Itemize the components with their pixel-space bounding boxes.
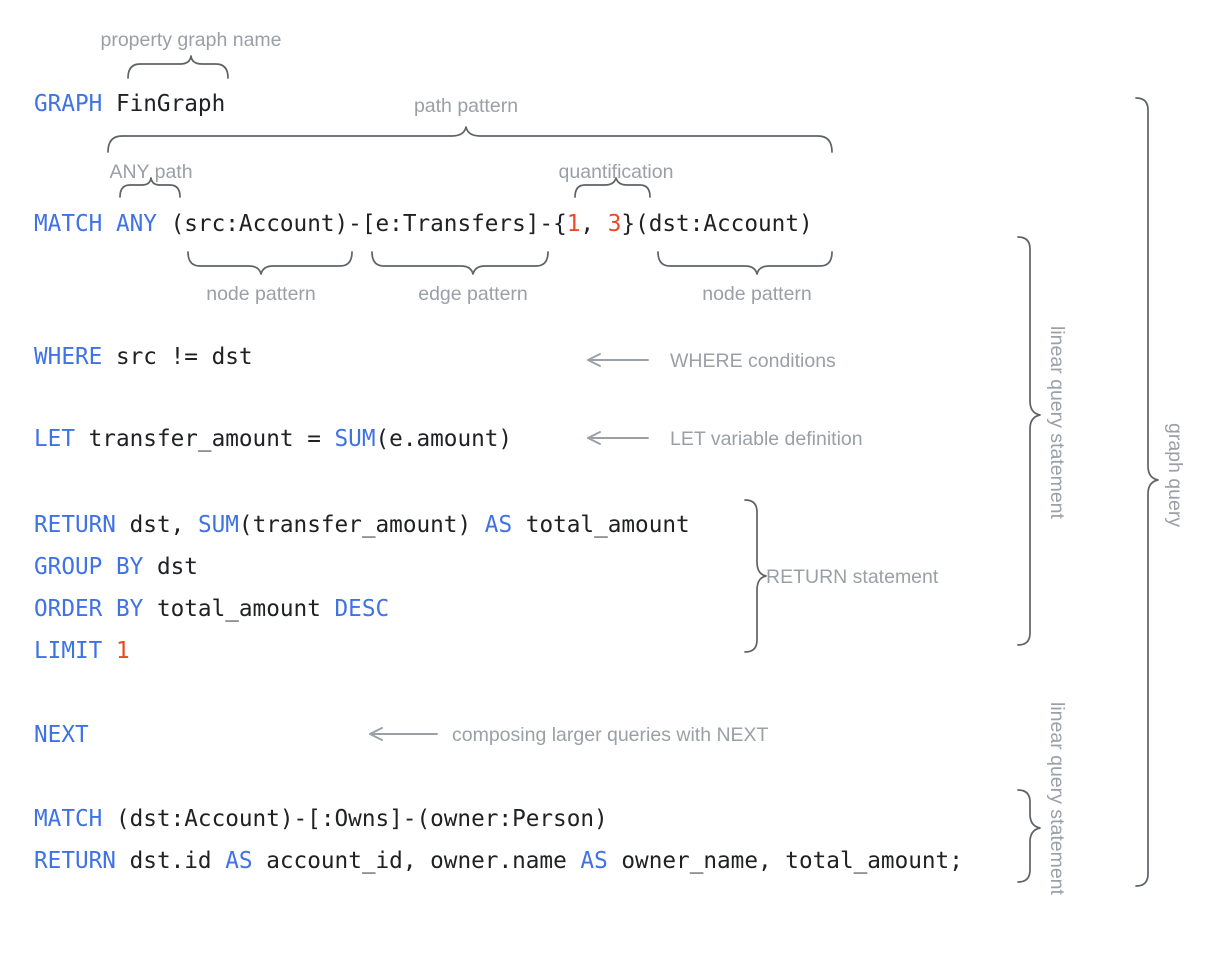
label-quantification: quantification (558, 161, 674, 183)
code-token: WHERE (34, 344, 103, 370)
code-token: (e.amount) (375, 426, 513, 452)
code-token: dst, (115, 512, 198, 538)
code-token: RETURN (34, 848, 116, 874)
code-token: MATCH (34, 806, 103, 832)
code-token: transfer_amount = (74, 426, 335, 452)
code-token: ORDER BY (34, 596, 144, 622)
label-any-path: ANY path (109, 161, 193, 183)
code-token (102, 638, 116, 664)
code-token: LIMIT (34, 638, 103, 664)
brace-path-pattern (107, 126, 833, 153)
code-token (102, 211, 116, 237)
code-token: RETURN (34, 512, 116, 538)
code-line-graph: GRAPH FinGraph (34, 90, 225, 118)
brace-return-statement (744, 499, 767, 653)
code-token: owner_name, total_amount; (607, 848, 963, 874)
code-token: dst (143, 554, 198, 580)
label-node-pattern-right: node pattern (702, 283, 812, 305)
code-line-where: WHERE src != dst (34, 343, 253, 371)
label-path-pattern: path pattern (413, 95, 519, 117)
code-token: NEXT (34, 722, 89, 748)
code-token: (src:Account)-[e:Transfers]-{ (156, 211, 567, 237)
brace-node-pattern-right (657, 251, 833, 275)
code-token: 1 (566, 211, 581, 237)
code-token: }(dst:Account) (621, 211, 813, 237)
code-line-return-1: RETURN dst, SUM(transfer_amount) AS tota… (34, 511, 690, 539)
code-token: src != dst (102, 344, 253, 370)
code-token: ANY (115, 211, 157, 237)
code-token: GROUP BY (34, 554, 144, 580)
code-token: account_id, owner.name (252, 848, 581, 874)
brace-linear-query-statement-1 (1017, 236, 1041, 646)
code-token: (dst:Account)-[:Owns]-(owner:Person) (102, 806, 608, 832)
label-linear-query-statement-1: linear query statement (1046, 326, 1068, 519)
code-line-order-by: ORDER BY total_amount DESC (34, 595, 389, 623)
code-line-match-2: MATCH (dst:Account)-[:Owns]-(owner:Perso… (34, 805, 608, 833)
arrow-let-variable-definition (587, 431, 649, 445)
code-token: dst.id (115, 848, 226, 874)
code-token: 3 (607, 211, 622, 237)
brace-property-graph-name (127, 55, 229, 79)
label-property-graph-name: property graph name (100, 29, 282, 51)
code-token: , (580, 211, 608, 237)
arrow-where-conditions (587, 353, 649, 367)
code-line-match-1: MATCH ANY (src:Account)-[e:Transfers]-{1… (34, 210, 813, 238)
brace-node-pattern-left (187, 251, 353, 275)
code-token: GRAPH (34, 91, 103, 117)
code-token: DESC (334, 596, 390, 622)
code-token: 1 (115, 638, 130, 664)
label-edge-pattern: edge pattern (418, 283, 528, 305)
code-token: (transfer_amount) (238, 512, 485, 538)
code-line-group-by: GROUP BY dst (34, 553, 198, 581)
code-token: LET (34, 426, 75, 452)
label-return-statement: RETURN statement (766, 566, 939, 588)
code-token: SUM (334, 426, 376, 452)
code-token: FinGraph (102, 91, 226, 117)
code-token: AS (580, 848, 608, 874)
code-token: SUM (197, 512, 239, 538)
label-graph-query: graph query (1164, 423, 1186, 528)
code-line-return-2: RETURN dst.id AS account_id, owner.name … (34, 847, 963, 875)
code-token: MATCH (34, 211, 103, 237)
code-token: total_amount (512, 512, 690, 538)
code-token: total_amount (143, 596, 335, 622)
brace-linear-query-statement-2 (1017, 789, 1041, 883)
label-let-variable-definition: LET variable definition (670, 428, 863, 450)
code-token: AS (484, 512, 513, 538)
brace-graph-query (1135, 97, 1159, 887)
code-line-let: LET transfer_amount = SUM(e.amount) (34, 425, 512, 453)
brace-edge-pattern (371, 251, 549, 275)
label-linear-query-statement-2: linear query statement (1046, 702, 1068, 895)
label-where-conditions: WHERE conditions (670, 350, 836, 372)
code-token: AS (225, 848, 253, 874)
arrow-composing-with-next (369, 727, 438, 741)
label-composing-with-next: composing larger queries with NEXT (452, 724, 769, 746)
label-node-pattern-left: node pattern (206, 283, 316, 305)
code-line-limit: LIMIT 1 (34, 637, 130, 665)
code-line-next: NEXT (34, 721, 89, 749)
